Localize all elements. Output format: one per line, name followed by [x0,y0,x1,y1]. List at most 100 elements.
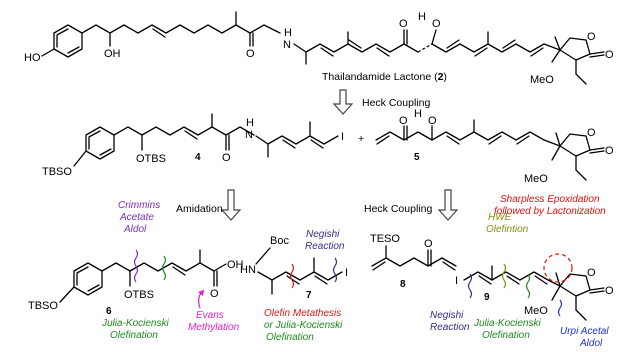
atom-o: O [210,288,219,300]
annotation-negishi-bottom: Negishi Reaction [430,310,470,333]
structure-2: HO OH O H N O H O [24,11,614,86]
atom-teso: TESO [370,233,400,245]
svg-text:Olefintion: Olefintion [486,224,529,235]
svg-text:Aldol: Aldol [579,338,603,349]
atom-o: O [428,115,437,127]
annotation-evans: Evans Methylation [188,289,240,333]
atom-tbso: TBSO [28,300,58,312]
svg-text:Olefination: Olefination [482,330,530,341]
svg-text:Aldol: Aldol [123,224,147,235]
disconnect-negishi-top [332,257,338,283]
svg-text:Crimmins: Crimmins [118,200,160,211]
atom-o: O [399,18,408,30]
structure-4: TBSO OTBS 4 O H N I [42,113,344,178]
atom-o: O [587,31,596,43]
svg-text:Reaction: Reaction [430,322,470,333]
svg-text:HWE: HWE [488,212,512,223]
structure-6: TBSO OTBS O OH 6 [28,249,244,317]
atom-hn: HN [240,264,256,276]
retro-arrow-amidation: Amidation [176,189,242,221]
atom-o: O [222,152,231,164]
svg-text:Methylation: Methylation [188,322,240,333]
atom-o: O [432,18,441,30]
atom-oh: OH [227,259,244,271]
svg-text:or Julia-Kocienski: or Julia-Kocienski [264,320,343,331]
step-heck-bottom: Heck Coupling [364,203,432,215]
atom-h: H [418,11,426,23]
disconnect-urpi [557,299,563,317]
atom-o: O [605,49,614,61]
compound-8-label: 8 [400,279,406,290]
disconnect-crimmins [133,249,139,283]
atom-h: H [246,117,254,129]
atom-o: O [587,127,596,139]
step-heck-top: Heck Coupling [362,97,430,109]
annotation-negishi-top: Negishi Reaction [305,229,345,252]
structure-7: Boc HN I 7 [240,235,348,301]
atom-tbso: TBSO [42,166,72,178]
annotation-julia-right: Julia-Kocienski Olefination [473,318,541,341]
svg-text:Olefination: Olefination [266,332,314,343]
svg-text:Sharpless Epoxidation: Sharpless Epoxidation [500,194,600,205]
compound-6-label: 6 [106,306,112,317]
atom-boc: Boc [270,235,289,247]
atom-i: I [455,275,458,287]
disconnect-olefin [289,263,295,289]
svg-text:followed by Lactonization: followed by Lactonization [494,206,606,217]
atom-o: O [399,115,408,127]
svg-text:Olefin Metathesis: Olefin Metathesis [264,308,341,319]
compound-5-label: 5 [414,152,420,163]
atom-n: N [283,39,291,51]
atom-oh: OH [104,48,121,60]
atom-i: I [345,267,348,279]
retro-arrow-heck-top: Heck Coupling [332,89,430,115]
annotation-sharpless: Sharpless Epoxidation followed by Lacton… [494,194,606,217]
atom-o: O [424,238,433,250]
svg-text:Negishi: Negishi [306,229,340,240]
svg-text:Olefination: Olefination [110,330,158,341]
atom-o: O [605,145,614,157]
compound-2-name: Thailandamide Lactone (2) [322,71,447,83]
atom-o: O [605,285,614,297]
compound-7-label: 7 [306,290,312,301]
atom-meo: MeO [530,74,554,86]
disconnect-hwe [501,263,507,289]
disconnect-negishi-bottom [467,273,473,299]
compound-4-label: 4 [195,152,201,163]
svg-text:Negishi: Negishi [430,310,464,321]
atom-h: H [414,108,422,120]
svg-text:Urpi Acetal: Urpi Acetal [560,326,609,337]
disconnect-julia-right [525,273,531,299]
atom-h: H [284,27,292,39]
structure-9: I 9 O O MeO [455,253,614,321]
annotation-julia-left: Julia-Kocienski Olefination [101,318,169,341]
epoxidation-circle [543,253,573,283]
annotation-hwe: HWE Olefintion [486,212,529,235]
atom-meo: MeO [524,305,548,317]
atom-o: O [246,48,255,60]
annotation-urpi: Urpi Acetal Aldol [560,326,609,349]
svg-text:Reaction: Reaction [305,241,345,252]
annotation-crimmins: Crimmins Acetate Aldol [118,200,160,235]
svg-text:Julia-Kocienski: Julia-Kocienski [473,318,541,329]
structure-5: O H O 5 O O MeO [375,108,614,185]
svg-text:Evans: Evans [196,310,224,321]
disconnect-julia-left [161,255,167,281]
annotation-olefin: Olefin Metathesis or Julia-Kocienski Ole… [264,308,343,343]
step-amidation: Amidation [176,203,223,215]
atom-otbs: OTBS [136,153,166,165]
svg-text:Julia-Kocienski: Julia-Kocienski [101,318,169,329]
atom-o: O [587,267,596,279]
plus-sign: + [358,133,364,145]
atom-i: I [341,131,344,143]
atom-meo: MeO [524,173,548,185]
retro-arrow-heck-bottom: Heck Coupling [364,189,459,221]
svg-text:Acetate: Acetate [119,212,154,223]
atom-ho: HO [24,52,41,64]
atom-otbs: OTBS [124,289,154,301]
compound-9-label: 9 [484,292,490,303]
structure-8: TESO O 8 [370,233,457,290]
atom-n: N [245,129,253,141]
